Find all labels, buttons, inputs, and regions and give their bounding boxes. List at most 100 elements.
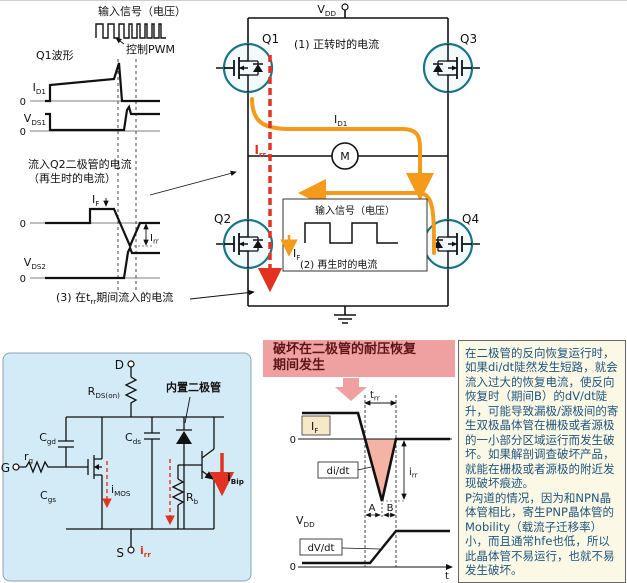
didt-label: di/dt [327, 466, 350, 477]
failure-title-box: 破坏在二极管的耐压恢复 期间发生 [263, 340, 455, 377]
body-diode-triangle [176, 431, 192, 444]
q3-mosfet [422, 42, 474, 94]
vds1-zero-label: 0 [20, 127, 26, 138]
irr-current-label: Irr [254, 143, 266, 159]
failure-title-line1: 破坏在二极管的耐压恢复 [273, 342, 417, 357]
ground-icon [334, 314, 356, 324]
gate-terminal [12, 463, 20, 471]
vds2-trace [45, 245, 160, 280]
recovery-plot: trr 0 IF di/dt irr A B VDD 0 t dV/dt [290, 378, 453, 582]
pwm-input-group: 输入信号（电压） 控制PWM [95, 4, 186, 56]
note-paragraph-1: 在二极管的反向恢复运行时，如果di/dt陡然发生短路，就会流入过大的恢复电流，使… [465, 346, 619, 491]
voltage-zero-label: 0 [290, 562, 296, 573]
hbridge-circuit: VDD Q1 Q3 Q2 Q4 M (1) 正转时的电流 ID1 Irr 输入信… [214, 3, 480, 324]
pwm-control-label: 控制PWM [126, 42, 175, 56]
q2-diode-pointer-arrow [149, 170, 237, 196]
input-signal-label: 输入信号（电压） [98, 4, 186, 18]
if-trace [45, 207, 160, 249]
dvdt-label: dV/dt [308, 543, 335, 554]
time-axis-label: t [445, 571, 449, 582]
gate-stubs [216, 67, 480, 245]
note1-label: (1) 正转时的电流 [294, 37, 379, 51]
note-paragraph-2: P沟道的情况，因为和NPN晶体管相比，寄生PNP晶体管的Mobility（载流子… [465, 490, 615, 578]
vds1-trace [45, 104, 160, 132]
q3-label: Q3 [460, 32, 477, 46]
vdd-label: VDD [317, 3, 336, 18]
note3-pointer-arrow [189, 289, 255, 300]
id1-trace [45, 62, 160, 103]
q2-mosfet [222, 218, 274, 270]
vds2-axis-label: VDS2 [24, 256, 46, 271]
irr-measure-label: Irr [150, 233, 159, 246]
vdd-terminal [341, 3, 349, 11]
didt-pointer [357, 466, 372, 471]
id1-axis-label: ID1 [33, 81, 46, 96]
q2-label: Q2 [214, 212, 231, 226]
failure-title-line2: 期间发生 [273, 358, 326, 374]
cgd-label: Cgd [39, 431, 56, 446]
q1-label: Q1 [262, 32, 279, 46]
motor-icon [331, 142, 359, 170]
q1-mosfet [222, 42, 274, 94]
circuit-rails [247, 10, 449, 315]
current-zero-label: 0 [290, 435, 296, 446]
q4-mosfet [422, 218, 474, 270]
id1-zero-label: 0 [20, 97, 26, 108]
drain-terminal [127, 360, 135, 368]
inner-signal-label: 输入信号（电压） [315, 204, 395, 217]
vds1-axis-label: VDS1 [24, 112, 46, 127]
vdd-plot-label: VDD [296, 514, 315, 529]
rb-label: Rb [186, 491, 199, 506]
q2-diode-current-label-2: （再生时的电流） [28, 171, 116, 185]
if-level-label: IF [311, 420, 318, 435]
diode-pointer-line [184, 396, 191, 424]
irr-depth-label: irr [409, 467, 418, 480]
vdd-trace [302, 529, 450, 565]
dvdt-pointer [341, 547, 381, 550]
if-axis-label: IF [92, 193, 99, 208]
source-label: S [116, 546, 124, 560]
q4-label: Q4 [462, 212, 479, 226]
if-label-box [301, 415, 331, 436]
drain-label: D [115, 358, 124, 372]
pwm-pointer-arrow [115, 37, 125, 45]
source-terminal [127, 546, 135, 554]
interval-b-label: B [387, 503, 394, 514]
rg-label: rg [24, 450, 33, 465]
note3-label: (3) 在trr期间流入的电流 [56, 290, 173, 306]
pwm-train-waveform [95, 23, 166, 39]
irr-equiv-label: irr [140, 544, 151, 559]
inner-signal-box: 输入信号（电压） IF (2) 再生时的电流 [280, 198, 428, 272]
gate-label: G [1, 461, 10, 475]
imos-label: iMOS [111, 483, 131, 498]
q1-wave-label: Q1波形 [36, 49, 74, 62]
forward-current-arrow [250, 97, 434, 201]
q2-diode-current-label-1: 流入Q2二极管的电流 [28, 157, 132, 171]
motor-label: M [340, 150, 350, 163]
inner-square-wave [304, 222, 398, 244]
builtin-diode-label: 内置二极管 [166, 380, 221, 394]
mosfet-body-arrow [94, 464, 99, 470]
rb-resistor [171, 478, 185, 506]
regen-current-arrow [298, 179, 436, 255]
trr-label: trr [370, 390, 380, 403]
rdson-label: RDS(on) [88, 385, 121, 400]
equivalent-circuit: D RDS(on) 内置二极管 Cgd Cds rg G Cgs iMOS Rb… [1, 352, 252, 582]
cds-label: Cds [125, 431, 141, 446]
waveform-panel: Q1波形 ID1 0 VDS1 0 流入Q2二极管的电流 （再生时的电流） IF… [20, 49, 255, 306]
vds2-zero-label: 0 [20, 274, 26, 285]
recovery-shaded-area [365, 439, 396, 501]
ibip-label: iBip [227, 471, 244, 486]
interval-a-label: A [369, 503, 376, 514]
if-current-label: IF [293, 247, 300, 262]
equiv-box [2, 352, 252, 582]
explanation-note: 在二极管的反向恢复运行时，如果di/dt陡然发生短路，就会流入过大的恢复电流，使… [458, 340, 626, 583]
note2-label: (2) 再生时的电流 [300, 258, 377, 271]
if-zero-label: 0 [20, 219, 26, 230]
dvdt-box [299, 538, 343, 556]
rdson-resistor [124, 376, 138, 405]
pink-down-arrow-icon [335, 378, 367, 401]
id1-current-label: ID1 [334, 113, 347, 128]
